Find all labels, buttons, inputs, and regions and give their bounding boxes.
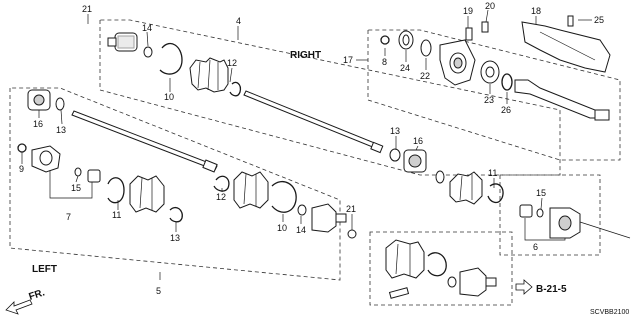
callout-9: 9 (19, 164, 24, 174)
kit-shim (388, 287, 410, 299)
right-shaft-group-outline (99, 19, 561, 176)
callout-21-left: 21 (346, 204, 356, 214)
right-outer-clip (143, 46, 153, 58)
left-outer-cv-joint (311, 203, 347, 233)
kit-band (427, 252, 447, 277)
diagram-code: SCVBB2100 (590, 309, 629, 316)
left-half-shaft (71, 110, 218, 173)
reference-label: B-21-5 (536, 284, 567, 295)
right-outboard-spider (519, 204, 533, 218)
callout-12-top: 12 (227, 58, 237, 68)
callout-14-top: 14 (142, 23, 152, 33)
callout-16-right: 16 (413, 136, 423, 146)
bearing-23 (480, 60, 500, 84)
callout-15-right: 15 (536, 188, 546, 198)
left-boot-band-11 (107, 177, 125, 204)
callout-10-top: 10 (164, 92, 174, 102)
left-stop-ring-13 (55, 97, 65, 111)
left-label: LEFT (32, 264, 57, 275)
right-housing-axis (579, 221, 631, 239)
left-nut-21 (347, 229, 357, 239)
callout-13-lower: 13 (170, 233, 180, 243)
right-inner-clip-ring (435, 170, 445, 184)
left-outer-boot (233, 171, 269, 209)
left-outer-band-10 (271, 181, 297, 213)
front-direction-arrow: FR. (5, 287, 47, 315)
left-outer-clip-14 (297, 204, 307, 216)
bearing-support-bracket (439, 39, 476, 86)
left-circlip-9 (17, 143, 27, 153)
right-label: RIGHT (290, 50, 321, 61)
right-outboard-housing (549, 207, 581, 239)
leader-lines (21, 9, 592, 280)
right-boot (189, 57, 229, 93)
callout-11-left: 11 (112, 210, 121, 220)
right-inner-cv-housing (403, 149, 427, 173)
left-inner-boot (129, 175, 165, 213)
right-half-shaft (243, 90, 384, 154)
callout-5: 5 (156, 286, 161, 296)
left-inner-housing-16 (27, 89, 51, 111)
callout-24: 24 (400, 63, 410, 73)
kit-boot (385, 239, 425, 279)
callout-4: 4 (236, 16, 241, 26)
callout-20: 20 (485, 1, 495, 11)
right-boot-band-small (229, 81, 242, 97)
left-outer-clip-12 (213, 175, 230, 192)
intermediate-shaft-group-outline (367, 29, 621, 161)
callout-7: 7 (66, 212, 71, 222)
dust-seal-24 (398, 30, 414, 50)
callouts: 21 14 4 12 10 16 13 9 15 7 11 13 12 10 1… (19, 1, 604, 296)
left-inner-joint-7 (31, 145, 61, 173)
callout-19: 19 (463, 6, 473, 16)
right-inner-boot (449, 171, 483, 205)
front-label: FR. (28, 287, 47, 303)
callout-13-right: 13 (390, 126, 400, 136)
callout-13-left: 13 (56, 125, 66, 135)
left-tripod-spider (87, 169, 101, 183)
intermediate-shaft (514, 79, 610, 121)
left-shaft-group-outline (9, 87, 341, 281)
kit-clip (447, 276, 457, 288)
right-outboard-clip (536, 208, 544, 218)
right-outer-cv-joint (107, 32, 138, 52)
callout-6: 6 (533, 242, 538, 252)
callout-16-left: 16 (33, 119, 43, 129)
right-boot-band-large (159, 43, 183, 75)
callout-14-left: 14 (296, 225, 306, 235)
callout-22: 22 (420, 71, 430, 81)
callout-21-top: 21 (82, 4, 92, 14)
inner-stop-ring-right (389, 148, 401, 162)
callout-15-left: 15 (71, 183, 81, 193)
bolt-20 (481, 21, 489, 33)
circlip-8 (380, 35, 390, 45)
callout-11-right: 11 (488, 168, 497, 178)
callout-25: 25 (594, 15, 604, 25)
left-boot-band-13-lower (169, 206, 183, 223)
callout-23: 23 (484, 95, 494, 105)
callout-8: 8 (382, 57, 387, 67)
reference-arrow (515, 279, 533, 295)
callout-18: 18 (531, 6, 541, 16)
callout-12-left: 12 (216, 192, 226, 202)
kit-cv-joint (459, 267, 497, 297)
callout-26: 26 (501, 105, 511, 115)
snap-ring-26 (501, 73, 513, 91)
bolt-19 (465, 27, 473, 41)
callout-17: 17 (343, 55, 353, 65)
heat-shield-18 (521, 21, 611, 73)
callout-10-left: 10 (277, 223, 287, 233)
left-clip-15 (74, 167, 82, 177)
bolt-25 (567, 15, 574, 27)
snap-ring-22 (420, 39, 432, 57)
right-inner-boot-band (487, 183, 504, 204)
